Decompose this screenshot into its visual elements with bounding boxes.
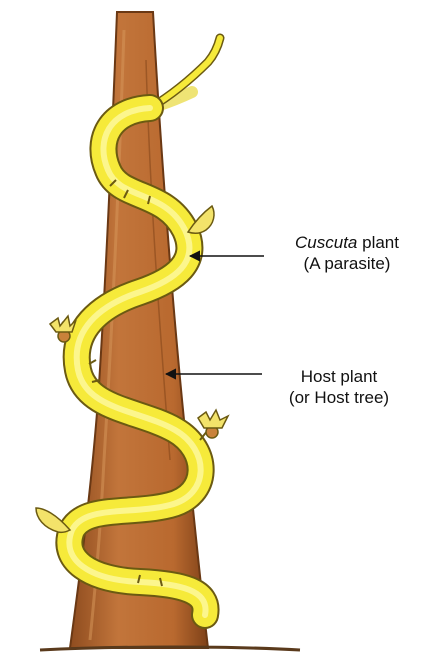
parasite-label: Cuscuta plant (A parasite) [262, 232, 431, 274]
parasite-genus: Cuscuta [295, 233, 357, 252]
host-label: Host plant (or Host tree) [248, 366, 430, 408]
cuscuta-flower-right [198, 410, 228, 440]
parasite-label-name: Cuscuta plant [262, 232, 431, 253]
parasite-word: plant [357, 233, 399, 252]
host-label-line2: (or Host tree) [248, 387, 430, 408]
host-label-line1: Host plant [248, 366, 430, 387]
parasite-label-detail: (A parasite) [262, 253, 431, 274]
